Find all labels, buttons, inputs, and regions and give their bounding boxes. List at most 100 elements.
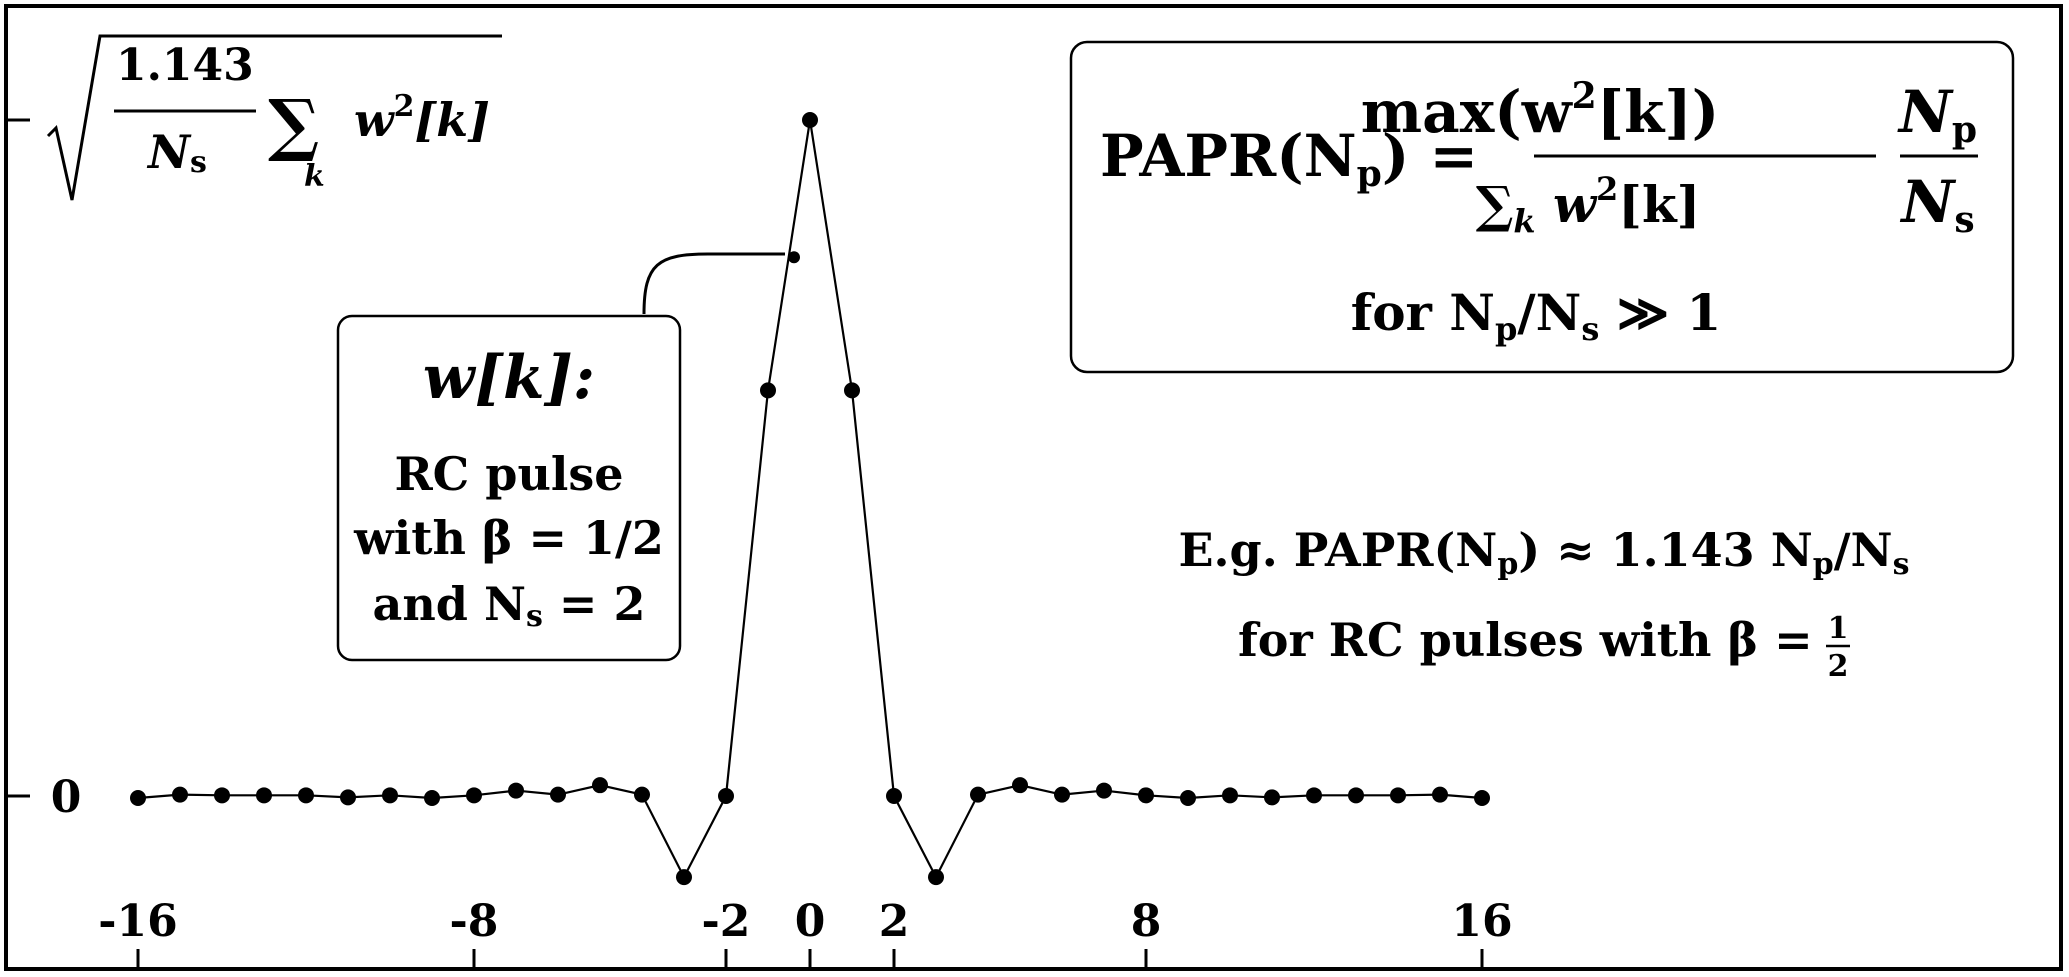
y-label-sum: ∑ (268, 85, 319, 165)
data-point (1390, 787, 1406, 804)
x-tick-label: 8 (1131, 896, 1162, 947)
example-line1-sub3: s (1893, 547, 1910, 582)
example-line1-mid2: /N (1834, 523, 1893, 577)
x-tick-label: -8 (450, 896, 499, 947)
example-line1-sub1: p (1497, 547, 1518, 582)
data-point (550, 786, 566, 803)
data-point (592, 777, 608, 794)
papr-den-sub: k (1513, 202, 1535, 240)
data-point (1096, 782, 1112, 799)
svg-text:PAPR(Np) =: PAPR(Np) = (1100, 122, 1478, 195)
papr-den-term: w (1536, 175, 1598, 234)
data-point (1348, 787, 1364, 804)
y-label-term: w (354, 93, 395, 147)
svg-text:max(w2[k]): max(w2[k]) (1361, 75, 1719, 146)
example-frac-num: 1 (1828, 611, 1849, 646)
papr-den-end: [k] (1618, 175, 1700, 234)
papr-num-sup: 2 (1572, 75, 1597, 117)
papr-condition-end: ≫ 1 (1599, 283, 1721, 342)
papr-lhs-sub: p (1357, 153, 1382, 195)
sqrt-sign (46, 34, 502, 201)
y-axis: 0 (8, 118, 82, 823)
example-frac-den: 2 (1828, 649, 1849, 684)
data-point (172, 786, 188, 803)
papr-condition: for N (1351, 283, 1495, 342)
y-label-term-arg: [k] (414, 93, 489, 147)
svg-text:E.g. PAPR(Np) ≈ 1.143 Np/Ns: E.g. PAPR(Np) ≈ 1.143 Np/Ns (1178, 523, 1909, 582)
data-point (844, 382, 860, 399)
papr-lhs: PAPR(N (1100, 122, 1357, 190)
x-tick-label: 16 (1451, 896, 1512, 947)
y-label-denominator: N (146, 125, 192, 179)
data-point (130, 790, 146, 807)
papr-condition-sub1: p (1495, 310, 1517, 348)
data-point (928, 869, 944, 886)
x-tick-label: 2 (879, 896, 910, 947)
data-point (802, 112, 818, 128)
papr-formula-box: PAPR(Np) = max(w2[k]) ∑k w2[k] Np Ns for… (1069, 40, 2015, 374)
data-point (1180, 790, 1196, 807)
data-point (1264, 789, 1280, 806)
data-point (760, 382, 776, 399)
data-point (298, 787, 314, 804)
data-point (676, 869, 692, 886)
papr-ratio-den-sub: s (1954, 199, 1974, 241)
wk-title: w[k]: (423, 343, 595, 413)
x-axis: -16 -8 -2 0 2 8 16 (98, 896, 1513, 971)
data-point (970, 786, 986, 803)
svg-text:Np: Np (1897, 78, 1977, 151)
data-point (466, 787, 482, 804)
svg-text:for Np/Ns ≫ 1: for Np/Ns ≫ 1 (1351, 283, 1722, 348)
y-label-term-sup: 2 (394, 89, 415, 124)
papr-num-end: [k]) (1597, 78, 1720, 146)
papr-den-sup: 2 (1596, 170, 1618, 208)
svg-text:∑k w2[k]: ∑k w2[k] (1476, 170, 1701, 240)
example-line2: for RC pulses with β = (1238, 613, 1813, 667)
papr-num: max(w (1361, 78, 1574, 146)
data-point (1306, 787, 1322, 804)
svg-text:Ns: Ns (146, 125, 207, 180)
svg-text:and Ns = 2: and Ns = 2 (373, 577, 646, 634)
data-point (382, 787, 398, 804)
y-label-sum-index: k (304, 159, 325, 194)
wk-line2: with β = 1/2 (353, 511, 664, 565)
wk-line3-rest: = 2 (543, 577, 646, 631)
wk-line1: RC pulse (394, 447, 623, 501)
papr-condition-mid: /N (1517, 283, 1581, 342)
example-text: E.g. PAPR(Np) ≈ 1.143 Np/Ns for RC pulse… (1178, 523, 1909, 684)
data-point (1222, 787, 1238, 804)
data-point (340, 789, 356, 806)
example-line1: E.g. PAPR(N (1178, 523, 1497, 577)
data-point (1432, 786, 1448, 803)
papr-ratio-num-sub: p (1952, 109, 1977, 151)
data-point (718, 788, 734, 804)
example-line1-sub2: p (1813, 547, 1834, 582)
data-point (1138, 787, 1154, 804)
x-tick-label: -16 (98, 896, 178, 947)
papr-condition-sub2: s (1581, 310, 1599, 348)
svg-text:Ns: Ns (1899, 168, 1974, 241)
example-line1-mid: ) ≈ 1.143 N (1518, 523, 1812, 577)
y-label-number: 1.143 (116, 40, 254, 91)
x-tick-label: 0 (795, 896, 826, 947)
data-point (508, 782, 524, 799)
annotation-connector (642, 252, 785, 315)
papr-ratio-num: N (1897, 78, 1954, 146)
wk-line3: and N (373, 577, 526, 631)
data-series (130, 112, 1490, 886)
y-tick-label-zero: 0 (51, 772, 82, 823)
y-label-denominator-sub: s (190, 145, 207, 180)
papr-den-sum: ∑ (1476, 175, 1514, 234)
data-point (214, 787, 230, 804)
svg-text:w2[k]: w2[k] (354, 89, 490, 147)
x-tick-label: -2 (702, 896, 751, 947)
data-point (1012, 777, 1028, 794)
data-point (1474, 790, 1490, 807)
y-axis-label: 1.143 Ns ∑ k w2[k] (46, 34, 502, 201)
data-point (1054, 786, 1070, 803)
wk-annotation-box: w[k]: RC pulse with β = 1/2 and Ns = 2 (336, 314, 682, 662)
data-point (886, 788, 902, 804)
data-point (634, 786, 650, 803)
